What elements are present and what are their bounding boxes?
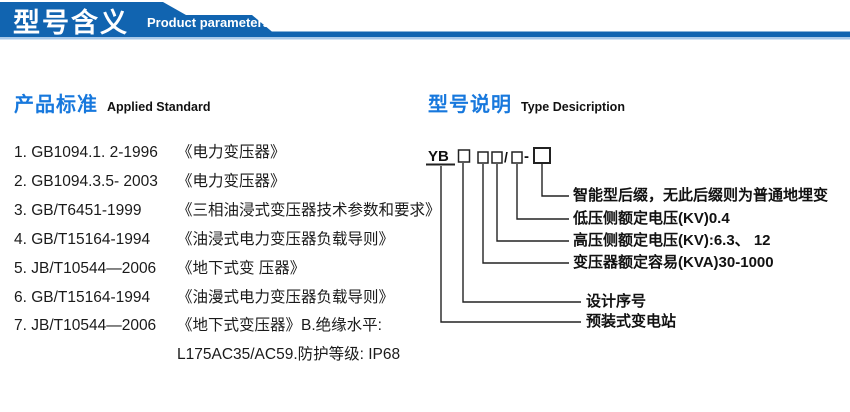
code-dash: - [524, 148, 529, 165]
type-description-heading-zh: 型号说明 [428, 94, 512, 116]
connector-prefix [440, 166, 581, 323]
type-description-heading: 型号说明 Type Desicription [428, 88, 625, 117]
standard-item: 7. JB/T10544—2006 《地下式变压器》B.绝缘水平: [14, 312, 434, 341]
standard-title: 《油浸式电力变压器负载导则》 [177, 230, 395, 248]
standards-list: 1. GB1094.1. 2-1996 《电力变压器》 2. GB1094.3.5… [14, 139, 441, 370]
type-description-heading-en: Type Desicription [521, 100, 625, 114]
banner-shape [0, 2, 850, 40]
banner-title: 型号含义 [13, 8, 129, 38]
standard-code: 2. GB1094.3.5- 2003 [14, 172, 158, 190]
applied-standard-heading-en: Applied Standard [107, 100, 211, 114]
standard-code: 5. JB/T10544—2006 [14, 259, 157, 277]
code-box-lv [511, 151, 523, 164]
standard-item: 6. GB/T15164-1994 《油漫式电力变压器负载导则》 [14, 284, 434, 313]
standard-title: 《电力变压器》 [177, 144, 286, 161]
standard-code: 6. GB/T15164-1994 [14, 288, 151, 306]
label-design-serial: 设计序号 [586, 293, 647, 310]
standard-item: 4. GB/T15164-1994 《油浸式电力变压器负载导则》 [14, 226, 434, 255]
standard-title: 《地下式变压器》B.绝缘水平: [177, 317, 382, 335]
code-box-capacity [477, 151, 489, 164]
standard-code: 4. GB/T15164-1994 [14, 230, 151, 248]
page-banner: 型号含义 Product parameters [0, 0, 850, 44]
standard-item-continuation: L175AC35/AC59.防护等级: IP68 [177, 346, 401, 364]
standard-title: 《地下式变 压器》 [177, 259, 306, 277]
standard-item: 1. GB1094.1. 2-1996 《电力变压器》 [14, 139, 434, 168]
connector-hv [496, 164, 569, 242]
code-box-hv [491, 151, 503, 164]
connector-lv [516, 164, 569, 220]
connector-capacity [482, 164, 569, 264]
code-slash: / [504, 149, 508, 165]
label-smart-suffix: 智能型后缀，无此后缀则为普通地埋变 [573, 187, 829, 204]
code-box-design [457, 149, 471, 163]
banner-subtitle: Product parameters [147, 15, 270, 30]
type-code-diagram-lines: YB / - [426, 147, 581, 323]
connector-design [462, 163, 581, 303]
standard-code: 1. GB1094.1. 2-1996 [14, 144, 158, 161]
standard-item: 2. GB1094.3.5- 2003 《电力变压器》 [14, 168, 434, 197]
code-box-smart-suffix [533, 147, 551, 164]
applied-standard-heading: 产品标准 Applied Standard [14, 88, 210, 117]
standard-item: 3. GB/T6451-1999 《三相油浸式变压器技术参数和要求》 [14, 197, 441, 226]
standard-title: 《油漫式电力变压器负载导则》 [177, 288, 395, 306]
standard-item: 5. JB/T10544—2006 《地下式变 压器》 [14, 255, 434, 284]
code-prefix: YB [428, 148, 449, 165]
connector-smart-suffix [541, 164, 569, 197]
label-capacity: 变压器额定容易(KVA)30-1000 [573, 254, 774, 271]
label-lv-voltage: 低压侧额定电压(KV)0.4 [573, 210, 730, 227]
applied-standard-heading-zh: 产品标准 [14, 94, 98, 116]
label-substation: 预装式变电站 [586, 313, 677, 330]
label-hv-voltage: 高压侧额定电压(KV):6.3、 12 [573, 232, 771, 249]
type-code-diagram: YB / - 智能型后缀，无此后缀则为普通地埋变 低压侧额定电压(KV)0.4 … [420, 135, 850, 350]
standard-title: 《电力变压器》 [177, 172, 286, 190]
standard-code: 3. GB/T6451-1999 [14, 201, 142, 219]
standard-code: 7. JB/T10544—2006 [14, 317, 157, 335]
standard-title: 《三相油浸式变压器技术参数和要求》 [177, 201, 441, 219]
